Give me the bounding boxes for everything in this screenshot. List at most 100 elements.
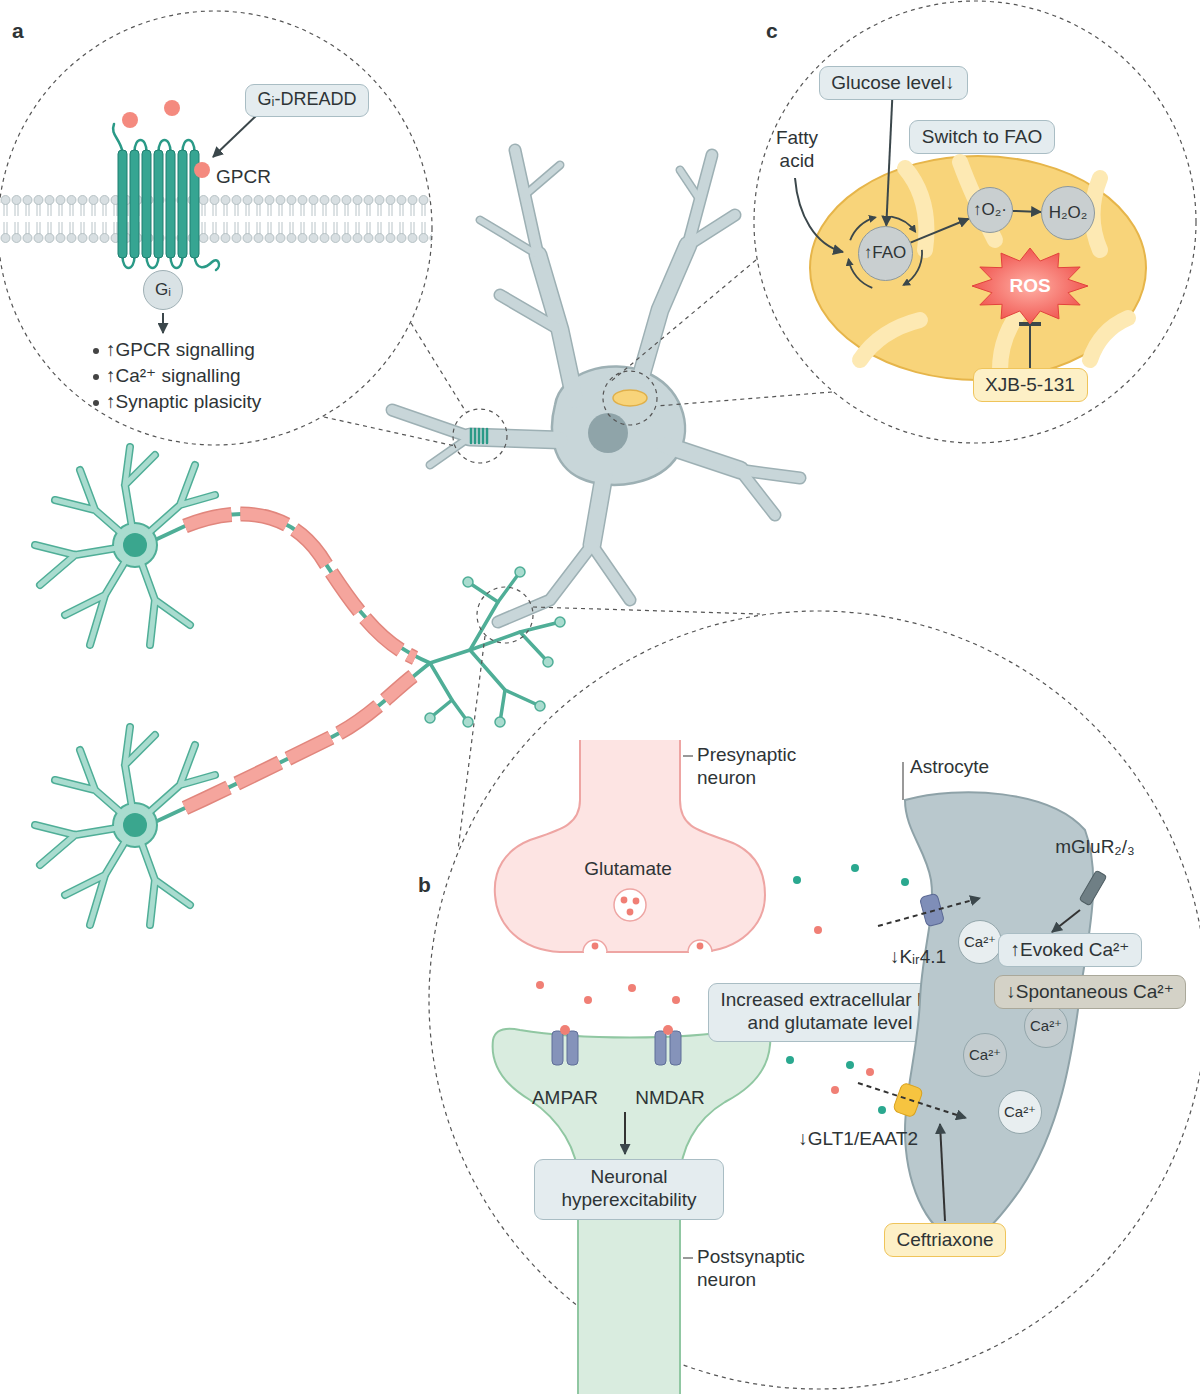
gpcr-receptor <box>154 150 163 258</box>
receptor-symbol <box>552 1031 563 1065</box>
potassium-dots <box>878 1106 886 1114</box>
gpcr-receptor <box>118 150 127 258</box>
gpcr-receptor <box>195 256 219 270</box>
annotation-label: ↑GPCR signalling <box>106 339 255 362</box>
mitochondrion <box>810 156 1146 380</box>
gpcr-receptor <box>123 256 183 268</box>
drug-arrow <box>940 1124 945 1221</box>
magnifier-lines <box>458 636 485 850</box>
magnifier-lines <box>609 260 756 383</box>
potassium-dots <box>846 1061 854 1069</box>
presynaptic-neurons-drawing <box>430 622 560 663</box>
node-label: H₂O₂ <box>1049 203 1088 223</box>
node-label: Postsynaptic neuron <box>697 1246 815 1292</box>
mitochondrion <box>810 156 1146 380</box>
cell-membrane <box>0 195 435 243</box>
panel-letter: a <box>12 18 24 43</box>
presynaptic-neurons-drawing <box>495 717 505 727</box>
glutamate-uptake-arrow <box>858 1083 966 1118</box>
gpcr-receptor <box>135 140 195 152</box>
potassium-dots <box>851 864 859 872</box>
panel-letter: b <box>418 872 431 897</box>
node-label: Ca²⁺ <box>964 933 996 951</box>
presynaptic-neurons-drawing <box>35 447 215 645</box>
annotation-label: mGluR₂/₃ <box>1055 836 1135 859</box>
calcium-circle: Ca²⁺ <box>1024 1004 1068 1048</box>
postsynaptic-neuron-outline <box>493 1029 771 1394</box>
burst-outline <box>972 248 1088 324</box>
bullet-dots <box>93 374 99 380</box>
calcium-circle: Ca²⁺ <box>998 1090 1042 1134</box>
presynaptic-neurons-drawing <box>185 514 415 658</box>
glutamate-dot <box>592 943 599 950</box>
fatty-acid-arrow <box>795 178 843 252</box>
gpcr-receptor <box>130 150 139 258</box>
node-label: Gᵢ <box>155 280 171 300</box>
glutamate-dots <box>628 984 636 992</box>
dreadd-box: Gᵢ-DREADD <box>245 84 369 117</box>
receptor-symbol <box>670 1031 681 1065</box>
glutamate-dot <box>663 1025 673 1035</box>
panel-letter: c <box>766 18 778 43</box>
glutamate-dots <box>536 981 544 989</box>
fao-circle: ↑FAO <box>858 226 913 281</box>
node-label: Ceftriaxone <box>896 1229 993 1252</box>
postsynaptic-neuron-drawing <box>588 413 628 453</box>
postsynaptic-neuron-drawing <box>470 245 740 545</box>
bullet-dots <box>93 348 99 406</box>
panel-a-arrows <box>162 313 164 333</box>
bullet-dots <box>93 400 99 406</box>
postsynaptic-neuron-outline <box>493 1025 771 1394</box>
ligand-dots <box>164 100 180 116</box>
glucose-box: Glucose level↓ <box>819 66 968 100</box>
postsynaptic-neuron-drawing <box>470 245 740 545</box>
receptor-symbol <box>567 1031 578 1065</box>
arrow-connector <box>886 100 892 226</box>
synaptic-vesicle <box>614 889 646 921</box>
postsynaptic-neuron-drawing <box>392 150 800 622</box>
node-label: Glucose level↓ <box>831 72 955 95</box>
extracellular-box: Increased extracellular K⁺ and glutamate… <box>708 983 953 1042</box>
mglur-receptor <box>1079 870 1106 905</box>
leader-lines <box>683 755 693 756</box>
cell-membrane <box>0 195 435 243</box>
glutamate-dot <box>697 943 704 950</box>
presynaptic-neurons-drawing <box>430 572 560 722</box>
glutamate-dot <box>627 909 634 916</box>
peroxide-circle: H₂O₂ <box>1041 186 1095 240</box>
kir-channel <box>919 893 944 927</box>
panel-b-outline: bPresynaptic neuronGlutamatePostsynaptic… <box>428 610 1200 1390</box>
node-label: Astrocyte <box>910 756 989 779</box>
magnifier-lines <box>603 371 657 425</box>
calcium-circle: Ca²⁺ <box>963 1033 1007 1077</box>
superoxide-circle: ↑O₂· <box>967 187 1013 233</box>
leader-lines <box>683 1257 693 1258</box>
presynaptic-terminal: Presynaptic neuronGlutamate <box>490 736 770 958</box>
presynaptic-neurons-drawing <box>155 514 430 663</box>
panel-c-outline: cGlucose level↓Switch to FAO↑FAO↑O₂·H₂O₂… <box>753 0 1197 444</box>
annotation-label: ↑Ca²⁺ signalling <box>106 365 241 388</box>
glutamate-dot <box>560 1025 570 1035</box>
node-label: Neuronal hyperexcitability <box>547 1166 712 1212</box>
node-label: Ca²⁺ <box>969 1046 1001 1064</box>
drug-box: XJB-5-131 <box>973 368 1088 402</box>
receptor-symbol <box>655 1031 666 1065</box>
presynaptic-neurons-drawing <box>515 567 525 577</box>
annotation-label: ↓Kᵢᵣ4.1 <box>890 946 946 969</box>
hyperexcitability-box: Neuronal hyperexcitability <box>534 1159 724 1220</box>
node-label: ↑Evoked Ca²⁺ <box>1011 939 1130 962</box>
annotation-label: AMPAR <box>532 1087 598 1110</box>
bullet-dots <box>93 348 99 354</box>
panel-a-arrows <box>213 114 258 157</box>
presynaptic-neurons-drawing <box>520 632 548 662</box>
fusing-vesicle <box>583 940 607 952</box>
astrocyte-outline <box>905 792 1093 1241</box>
annotation-label: ↓GLT1/EAAT2 <box>798 1128 918 1151</box>
postsynaptic-neuron: Postsynaptic neuronNeuronal hyperexcitab… <box>488 1022 778 1394</box>
node-label: Glutamate <box>584 858 672 881</box>
annotation-label: NMDAR <box>635 1087 705 1110</box>
gpcr-receptor <box>113 124 122 152</box>
node-label: Gᵢ-DREADD <box>258 89 357 111</box>
spontaneous-calcium-box: ↓Spontaneous Ca²⁺ <box>994 975 1186 1009</box>
